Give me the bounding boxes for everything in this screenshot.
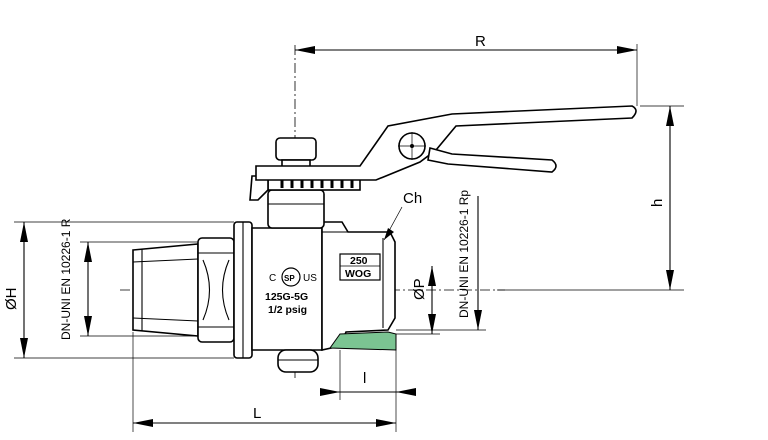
female-thread-end xyxy=(321,221,396,351)
cert-circle xyxy=(281,267,301,287)
male-thread-end xyxy=(132,243,199,337)
dimension-OH: ØH xyxy=(3,221,234,359)
label-h: h xyxy=(649,199,666,207)
main-body xyxy=(251,227,323,351)
cert-c: C xyxy=(269,273,276,284)
cert-mark: SP xyxy=(284,274,295,283)
body-markings: C SP US 125G-5G 1/2 psig 250 WOG xyxy=(265,253,381,316)
dimension-L: L xyxy=(132,332,397,432)
label-l: l xyxy=(363,370,366,387)
hex-nut xyxy=(197,237,235,343)
rating-line-2: 1/2 psig xyxy=(268,304,307,316)
stem-and-handle xyxy=(249,105,637,229)
label-Ch: Ch xyxy=(403,190,422,207)
thread-highlight xyxy=(329,331,397,351)
stem-cap xyxy=(275,137,317,161)
label-std-Rp: DN-UNI EN 10226-1 Rp xyxy=(457,190,471,318)
label-std-R: DN-UNI EN 10226-1 R xyxy=(59,218,73,340)
dimension-R: R xyxy=(295,33,638,106)
cert-us: US xyxy=(303,273,317,284)
pressure-bottom: WOG xyxy=(345,268,371,280)
label-R: R xyxy=(475,33,486,50)
label-L: L xyxy=(253,405,261,422)
pressure-box xyxy=(339,253,381,281)
pressure-top: 250 xyxy=(350,255,368,267)
dimension-OP: ØP xyxy=(396,266,440,335)
bottom-plug xyxy=(277,349,319,373)
lever-handle xyxy=(255,105,637,181)
rating-line-1: 125G-5G xyxy=(265,291,308,303)
label-OH: ØH xyxy=(3,288,20,311)
dimension-Ch: Ch xyxy=(383,190,422,241)
stem-neck xyxy=(267,189,325,229)
dimension-l: l xyxy=(320,350,416,400)
label-OP: ØP xyxy=(411,278,428,300)
dimension-h: h xyxy=(497,105,684,291)
lever-secondary xyxy=(427,146,557,173)
dimension-thread-Rp: DN-UNI EN 10226-1 Rp xyxy=(396,190,486,331)
dimension-thread-R: DN-UNI EN 10226-1 R xyxy=(59,218,198,340)
